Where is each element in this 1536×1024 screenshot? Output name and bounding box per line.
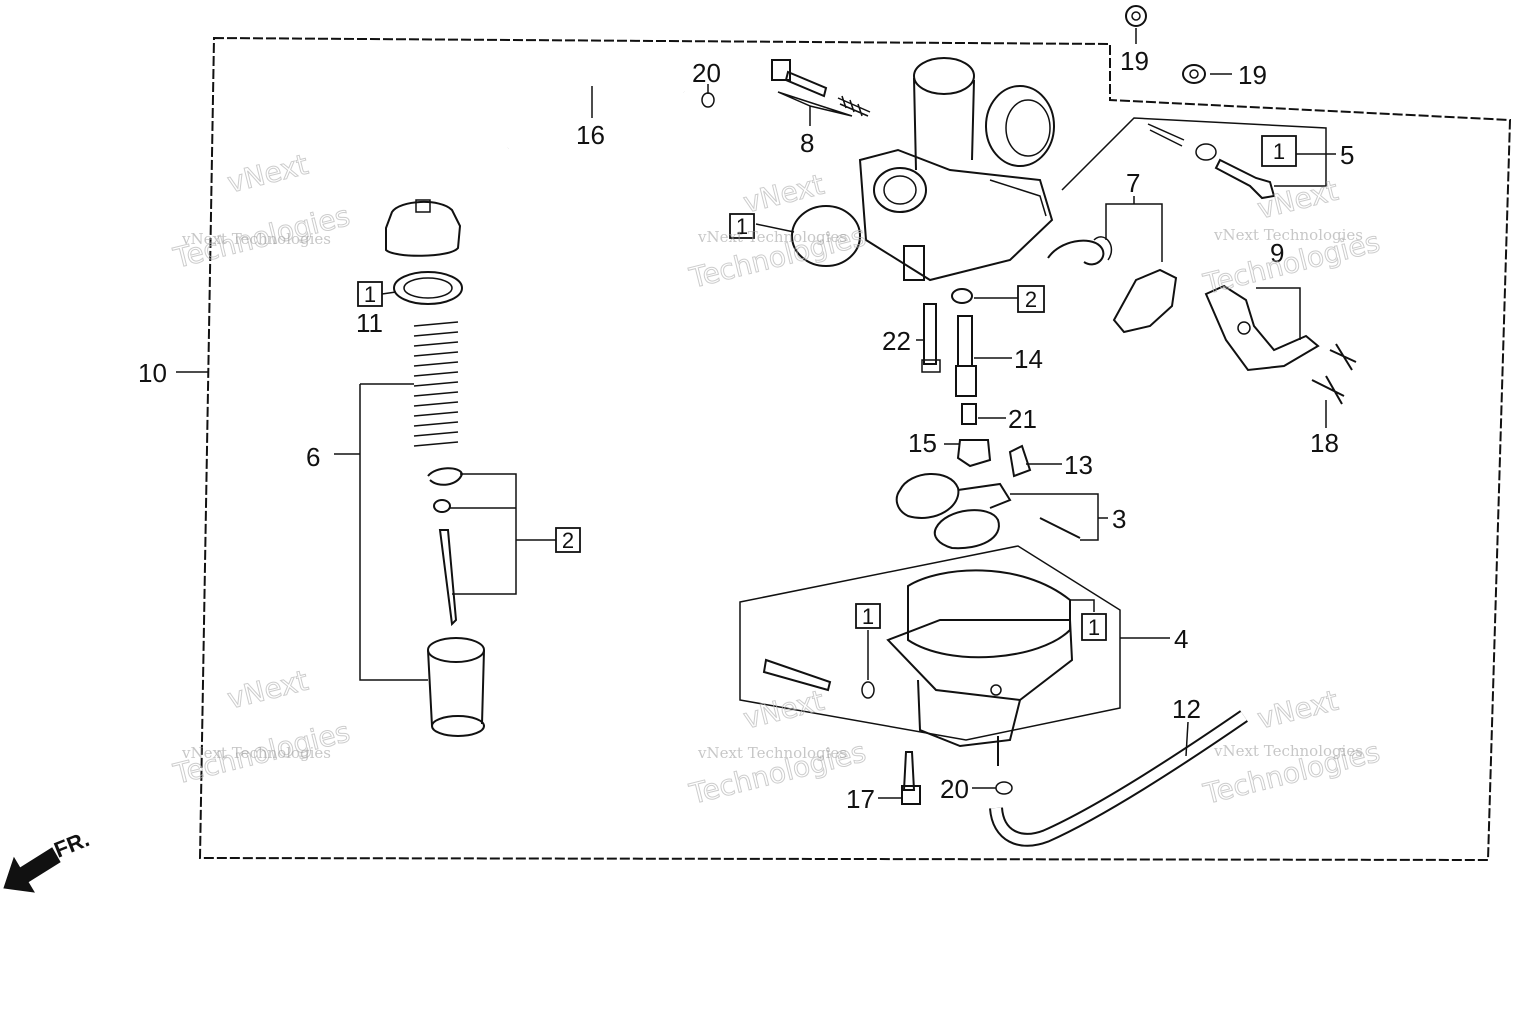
- front-direction-indicator: FR.: [3, 826, 93, 893]
- svg-text:1: 1: [862, 604, 874, 629]
- gasket-ring: [791, 205, 861, 267]
- callout-14: 14: [1014, 344, 1043, 374]
- callout-15: 15: [908, 428, 937, 458]
- drain-screw-set: [762, 658, 875, 699]
- boxed-callout-cap-gasket: 1: [357, 281, 383, 307]
- callout-22: 22: [882, 326, 911, 356]
- boxed-callout-drain-oring: 1: [855, 603, 881, 629]
- float-set: [895, 473, 1081, 550]
- boxed-callout-gasket: 1: [729, 213, 755, 239]
- main-jet: [961, 403, 977, 425]
- throttle-lever-set: [1047, 236, 1178, 334]
- callout-19-b: 19: [1238, 60, 1267, 90]
- leader-lines: [176, 28, 1336, 799]
- callout-12: 12: [1172, 694, 1201, 724]
- clip-top: [701, 92, 715, 108]
- svg-text:1: 1: [1273, 139, 1285, 164]
- drain-hose: [989, 710, 1248, 847]
- svg-text:vNext: vNext: [740, 684, 827, 736]
- slow-jet: [921, 303, 941, 373]
- float-valve: [1008, 444, 1032, 478]
- pilot-screw-set: [771, 59, 871, 117]
- callout-21: 21: [1008, 404, 1037, 434]
- callout-20-b: 20: [940, 774, 969, 804]
- boxed-callout-chamber-gasket: 1: [1081, 613, 1107, 641]
- callout-5: 5: [1340, 140, 1354, 170]
- float-valve-seat: [956, 439, 992, 468]
- svg-text:2: 2: [562, 528, 574, 553]
- watermark-text-top-left: vNext Technologies: [181, 230, 331, 248]
- callout-9: 9: [1270, 238, 1284, 268]
- callout-3: 3: [1112, 504, 1126, 534]
- callout-19-a: 19: [1120, 46, 1149, 76]
- watermark-text-bottom-center: vNext Technologies: [697, 744, 847, 762]
- svg-text:vNext: vNext: [1254, 684, 1341, 736]
- float-chamber-group-outline: [739, 545, 1121, 741]
- watermark-top-left: vNext Technologies: [169, 147, 353, 275]
- watermark-text-bottom-left: vNext Technologies: [181, 744, 331, 762]
- svg-text:vNext: vNext: [224, 664, 311, 716]
- needle-jet-holder: [951, 288, 977, 397]
- svg-text:vNext: vNext: [224, 148, 311, 200]
- cable-bracket: [1204, 284, 1320, 372]
- svg-text:2: 2: [1025, 287, 1037, 312]
- watermark-bottom-left: vNext Technologies: [169, 663, 353, 791]
- assembly-boundary: [198, 36, 1512, 862]
- watermark-text-top-right: vNext Technologies: [1213, 226, 1363, 244]
- callout-7: 7: [1126, 168, 1140, 198]
- float-chamber: [886, 569, 1074, 766]
- boxed-callout-screw-set: 1: [1261, 135, 1297, 167]
- slide-assembly: [385, 199, 485, 737]
- bracket-screws: [1311, 343, 1357, 405]
- callout-18: 18: [1310, 428, 1339, 458]
- callout-4: 4: [1174, 624, 1188, 654]
- clip-bottom: [995, 781, 1013, 795]
- svg-text:1: 1: [736, 214, 748, 239]
- callout-11: 11: [356, 308, 383, 338]
- watermark-text-bottom-right: vNext Technologies: [1213, 742, 1363, 760]
- callout-17: 17: [846, 784, 875, 814]
- carburetor-body: [858, 57, 1055, 282]
- nuts: [1125, 5, 1206, 84]
- callout-20-a: 20: [692, 58, 721, 88]
- callout-8: 8: [800, 128, 814, 158]
- front-arrow-icon: [3, 847, 61, 893]
- callout-10: 10: [138, 358, 167, 388]
- fuel-hose-top: [503, 81, 685, 149]
- boxed-callouts: 1 1 2 1 1 1 2: [357, 135, 1297, 641]
- watermark-text-top-center: vNext Technologies: [697, 228, 847, 246]
- boxed-callout-needle-set: 2: [555, 527, 581, 553]
- callout-13: 13: [1064, 450, 1093, 480]
- svg-text:1: 1: [1088, 615, 1100, 640]
- svg-text:1: 1: [364, 282, 376, 307]
- callout-16: 16: [576, 120, 605, 150]
- callout-6: 6: [306, 442, 320, 472]
- throttle-stop-screw-set: [1147, 123, 1276, 200]
- svg-text:vNext: vNext: [740, 168, 827, 220]
- chamber-screw: [901, 751, 921, 805]
- callout-numbers: 1 2 3 4 5 6 7 8 9 10 11 12 13 14 15 16 1…: [138, 46, 1354, 814]
- front-label: FR.: [51, 826, 93, 862]
- boxed-callout-jet: 2: [1017, 285, 1045, 313]
